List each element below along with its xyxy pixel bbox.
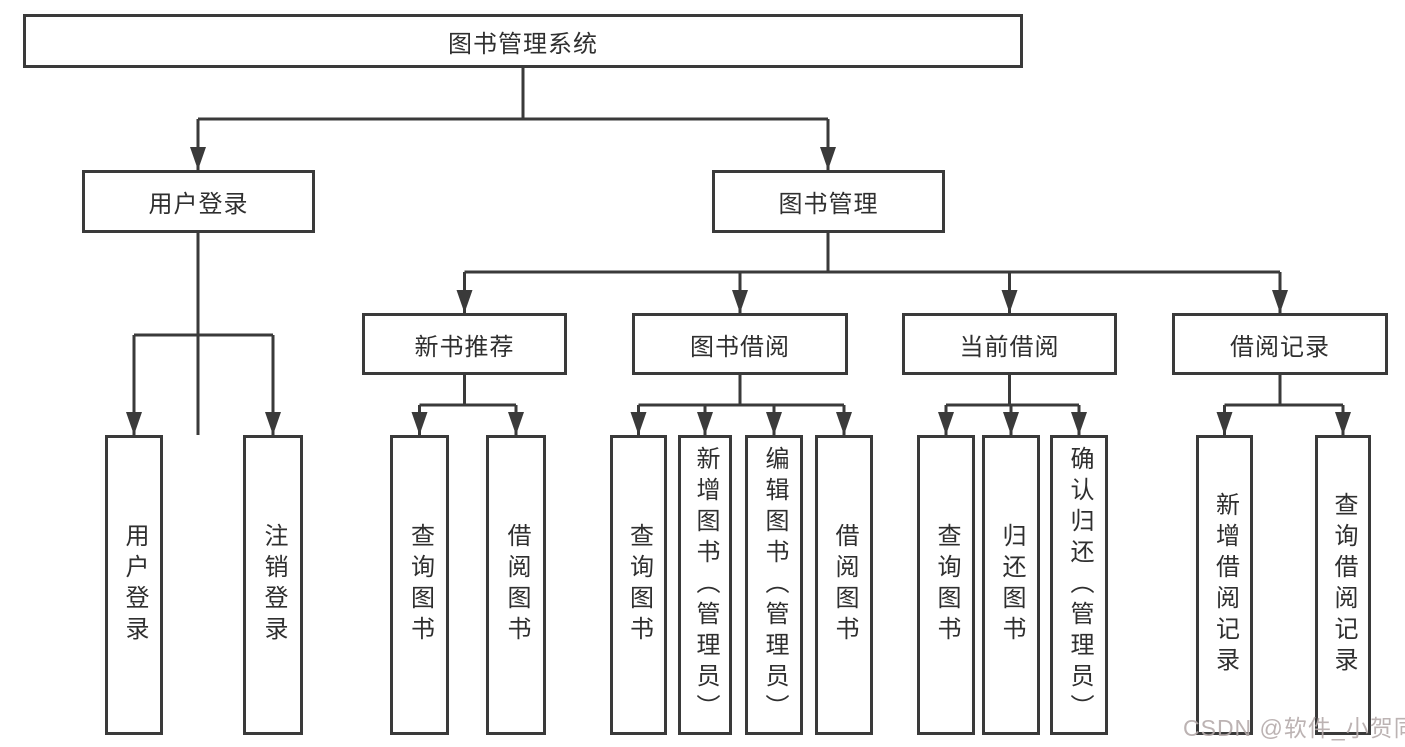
node-book-borrow: 图书借阅 [632, 313, 848, 375]
node-label: 借阅图书 [831, 523, 858, 647]
node-newbook-query-books: 查询图书 [390, 435, 449, 735]
node-logout-leaf: 注销登录 [243, 435, 303, 735]
node-borrow-query-books: 查询图书 [610, 435, 667, 735]
node-newbook-borrow-books: 借阅图书 [486, 435, 546, 735]
node-borrow-records: 借阅记录 [1172, 313, 1388, 375]
node-user-login: 用户登录 [82, 170, 315, 233]
node-label: 查询图书 [933, 523, 960, 647]
csdn-watermark: CSDN @软件_小贺同学 [1183, 715, 1405, 741]
node-records-add-record: 新增借阅记录 [1196, 435, 1253, 735]
node-label: 当前借阅 [959, 333, 1060, 361]
arrowhead-icons [126, 147, 1351, 435]
node-new-book-recommend: 新书推荐 [362, 313, 567, 375]
node-label: 用户登录 [148, 191, 249, 218]
node-label: 注销登录 [260, 523, 287, 647]
node-label: 图书管理 [778, 191, 879, 218]
node-label: 新书推荐 [414, 333, 515, 361]
node-borrow-borrow-books: 借阅图书 [815, 435, 873, 735]
node-label: 新增借阅记录 [1211, 492, 1239, 678]
node-label: 查询图书 [625, 523, 653, 647]
node-label: 归还图书 [998, 523, 1025, 647]
node-label: 编辑图书（管理员） [761, 445, 788, 725]
node-book-management: 图书管理 [712, 170, 945, 233]
node-label: 图书管理系统 [448, 30, 598, 58]
node-label: 用户登录 [121, 523, 148, 647]
node-current-return-books: 归还图书 [982, 435, 1040, 735]
node-label: 借阅图书 [503, 523, 530, 647]
node-label: 新增图书（管理员） [692, 445, 719, 725]
node-label: 查询图书 [406, 523, 434, 647]
node-current-query-books: 查询图书 [917, 435, 975, 735]
node-borrow-edit-books-admin: 编辑图书（管理员） [745, 435, 803, 735]
node-label: 查询借阅记录 [1330, 492, 1357, 678]
node-root-system: 图书管理系统 [23, 14, 1023, 68]
node-user-login-leaf: 用户登录 [105, 435, 163, 735]
node-label: 确认归还（管理员） [1066, 445, 1093, 725]
node-records-query-record: 查询借阅记录 [1315, 435, 1371, 735]
node-label: 图书借阅 [690, 333, 790, 361]
node-borrow-add-books-admin: 新增图书（管理员） [678, 435, 732, 735]
node-current-borrow: 当前借阅 [902, 313, 1117, 375]
node-label: 借阅记录 [1230, 333, 1330, 361]
node-current-confirm-return-admin: 确认归还（管理员） [1050, 435, 1108, 735]
